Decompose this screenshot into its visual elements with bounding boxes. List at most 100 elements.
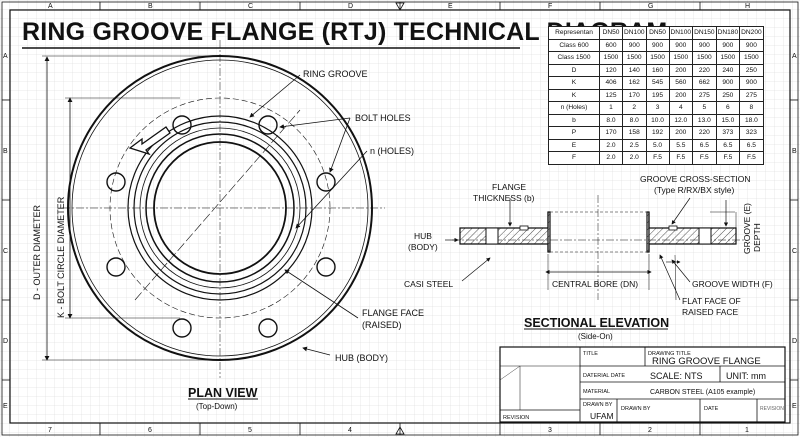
tb-material-label: MATERIAL <box>583 389 610 395</box>
table-cell: 4 <box>668 101 694 115</box>
table-cell: 900 <box>715 38 741 52</box>
table-cell: 5 <box>692 101 717 115</box>
table-cell: 250 <box>739 63 764 77</box>
table-cell: F <box>548 151 600 165</box>
plan-view <box>42 40 385 378</box>
table-cell: 560 <box>668 76 694 90</box>
table-row: Class 600 600 900 900 900 900 900 900 <box>548 38 764 52</box>
table-cell: 1500 <box>599 51 623 65</box>
table-cell: 8.0 <box>599 113 623 127</box>
label-flange-thickness: FLANGE <box>492 182 526 192</box>
label-flat-face: FLAT FACE OF <box>682 296 741 306</box>
table-cell: 140 <box>622 63 647 77</box>
table-cell: F.5 <box>739 151 764 165</box>
section-view <box>445 195 745 301</box>
table-cell: 1500 <box>692 51 717 65</box>
table-cell: 1500 <box>622 51 647 65</box>
table-cell: 900 <box>739 38 764 52</box>
table-cell: DN100 <box>668 26 694 40</box>
label-hub-body-section: (BODY) <box>408 242 438 252</box>
tb-drawn-by-label: DRAWN BY <box>583 402 613 408</box>
table-cell: 8.0 <box>622 113 647 127</box>
table-cell: 6.5 <box>715 138 741 152</box>
tb-material-date-label: DATERIAL DATE <box>583 373 625 379</box>
table-cell: 18.0 <box>739 113 764 127</box>
table-cell: 3 <box>645 101 670 115</box>
table-cell: K <box>548 76 600 90</box>
plan-view-title: PLAN VIEW <box>188 386 258 400</box>
table-cell: 15.0 <box>715 113 741 127</box>
table-cell: 220 <box>692 63 717 77</box>
table-cell: 125 <box>599 88 623 102</box>
table-cell: 170 <box>622 88 647 102</box>
table-cell: 1500 <box>645 51 670 65</box>
table-cell: K <box>548 88 600 102</box>
table-cell: 195 <box>645 88 670 102</box>
table-cell: 240 <box>715 63 741 77</box>
ring-groove-outer <box>127 115 313 301</box>
table-cell: 900 <box>668 38 694 52</box>
label-flange-thickness-b: THICKNESS (b) <box>473 193 535 203</box>
table-cell: Class 1500 <box>548 51 600 65</box>
table-cell: DN180 <box>715 26 741 40</box>
table-cell: 5.0 <box>645 138 670 152</box>
label-groove-cross-section: GROOVE CROSS-SECTION <box>640 174 751 184</box>
zone-label: G <box>648 3 653 10</box>
label-bolt-circle-diameter: K - BOLT CIRCLE DIAMETER <box>56 196 66 318</box>
table-row: F 2.0 2.0 F.5 F.5 F.5 F.5 F.5 <box>548 151 764 165</box>
label-central-bore: CENTRAL BORE (DN) <box>552 279 638 289</box>
zone-label: D <box>3 338 8 345</box>
table-cell: 120 <box>599 63 623 77</box>
tb-date-label: DATE <box>704 406 719 412</box>
label-hub-section: HUB <box>414 231 432 241</box>
table-cell: DN50 <box>599 26 623 40</box>
zone-label: B <box>148 3 153 10</box>
zone-label: E <box>792 403 797 410</box>
tb-drawn-by: UFAM <box>590 411 614 421</box>
flange-face <box>145 133 295 283</box>
table-cell: 2 <box>622 101 647 115</box>
bolt-circle <box>109 97 331 319</box>
table-cell: 275 <box>739 88 764 102</box>
table-cell: 12.0 <box>668 113 694 127</box>
table-cell: D <box>548 63 600 77</box>
tb-scale: SCALE: NTS <box>650 371 703 381</box>
zone-label: D <box>792 338 797 345</box>
table-row: b 8.0 8.0 10.0 12.0 13.0 15.0 18.0 <box>548 113 764 127</box>
table-header-row: Representan DN50 DN100 DN50 DN100 DN150 … <box>548 26 764 40</box>
table-cell: 200 <box>668 88 694 102</box>
ring-groove-inner <box>133 121 307 295</box>
table-cell: 406 <box>599 76 623 90</box>
plan-view-subtitle: (Top-Down) <box>196 402 238 411</box>
table-cell: 900 <box>622 38 647 52</box>
central-bore <box>153 141 287 275</box>
label-groove-depth: DEPTH <box>752 223 762 252</box>
zone-label: D <box>348 3 353 10</box>
label-groove-type: (Type R/RX/BX style) <box>654 185 734 195</box>
table-cell: 900 <box>645 38 670 52</box>
tb-drawing-title: RING GROOVE FLANGE <box>652 356 761 367</box>
zone-label: 4 <box>348 427 352 434</box>
table-cell: 170 <box>599 126 623 140</box>
table-cell: 2.0 <box>622 151 647 165</box>
table-cell: 162 <box>622 76 647 90</box>
spec-table: Representan DN50 DN100 DN50 DN100 DN150 … <box>548 26 764 165</box>
zone-label: 3 <box>548 427 552 434</box>
table-cell: 6 <box>715 101 741 115</box>
table-cell: F.5 <box>668 151 694 165</box>
table-cell: 373 <box>715 126 741 140</box>
label-bolt-holes: BOLT HOLES <box>355 113 411 123</box>
table-cell: 323 <box>739 126 764 140</box>
tb-material-value: CARBON STEEL (A105 example) <box>650 389 755 396</box>
table-cell: 662 <box>692 76 717 90</box>
zone-label: 7 <box>48 427 52 434</box>
zone-label: E <box>448 3 453 10</box>
table-row: D 120 140 160 200 220 240 250 <box>548 63 764 77</box>
label-raised-face: RAISED FACE <box>682 307 739 317</box>
table-cell: 2.0 <box>599 138 623 152</box>
table-cell: Representan <box>548 26 600 40</box>
table-cell: 600 <box>599 38 623 52</box>
table-cell: 192 <box>645 126 670 140</box>
table-cell: 545 <box>645 76 670 90</box>
table-cell: 1500 <box>715 51 741 65</box>
